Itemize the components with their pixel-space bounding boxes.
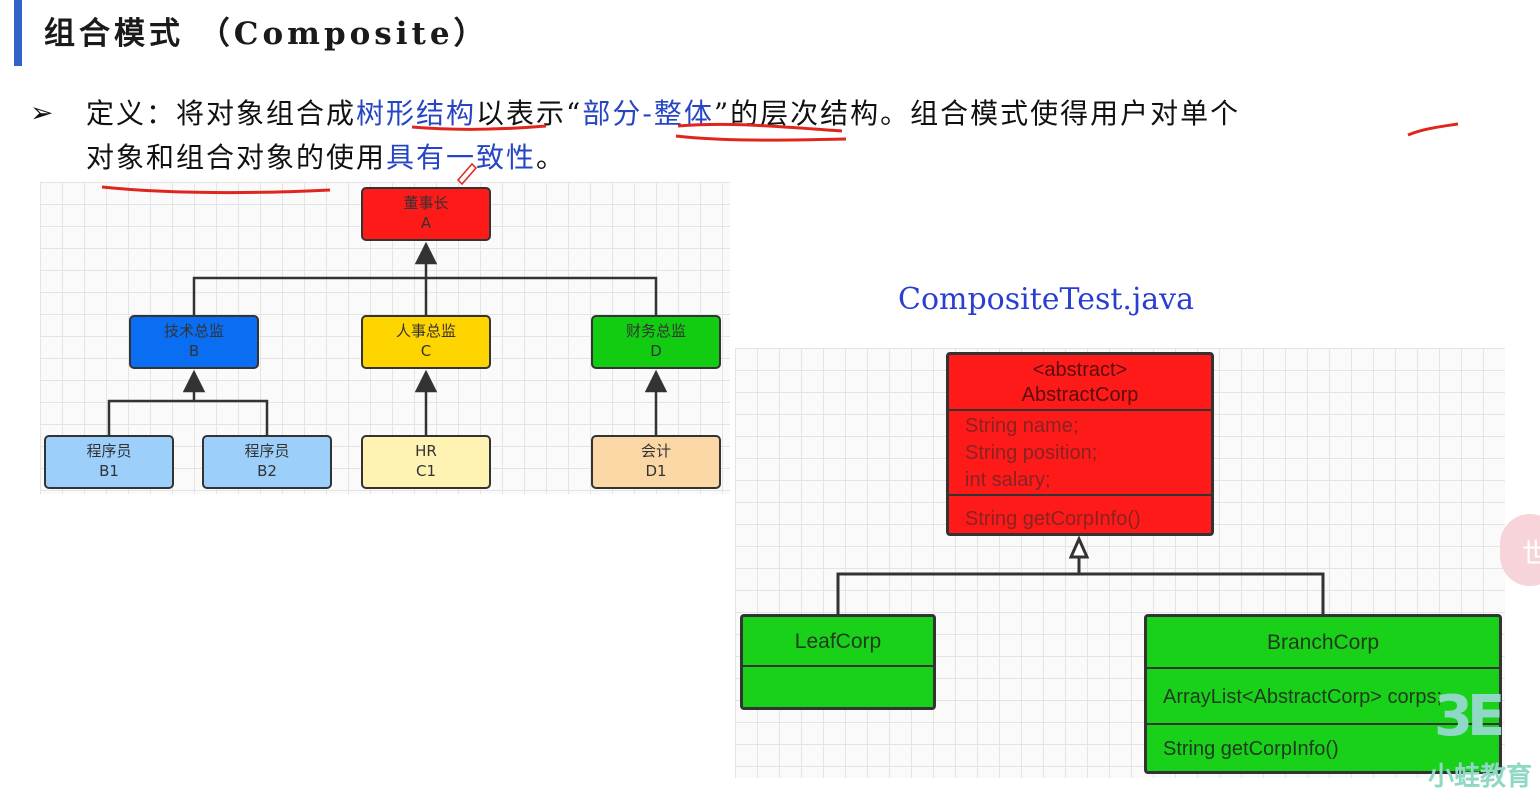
side-tab-glyph: 世 [1522, 537, 1540, 570]
uml-inheritance-lines [836, 556, 1325, 614]
title-accent-bar [14, 0, 22, 66]
uml-field: String position; [965, 442, 1098, 464]
org-node-title: 董事长 [403, 194, 449, 212]
uml-method: String getCorpInfo() [1163, 738, 1339, 760]
uml-inheritance-arrowhead [1068, 535, 1090, 559]
logo-icon: 3E [1434, 684, 1505, 749]
definition-text: 。 [536, 141, 567, 174]
org-node-title: 技术总监 [163, 322, 224, 340]
annotation-underline [411, 124, 547, 131]
definition-text: 定义：将对象组合成 [86, 97, 357, 130]
uml-class-header: <abstract> AbstractCorp [949, 355, 1211, 411]
org-node-code: B2 [257, 462, 277, 480]
definition-text: ”的层次结构。组合模式使得用户对单个 [713, 97, 1241, 130]
org-connector-root [192, 244, 658, 315]
uml-file-title: CompositeTest.java [898, 282, 1194, 317]
uml-class-name: LeafCorp [743, 617, 933, 667]
org-node-title: 人事总监 [395, 322, 456, 340]
logo-text: 小蛙教育 [1428, 762, 1533, 792]
uml-fields: String name; String position; int salary… [949, 411, 1211, 496]
org-node-programmer-b1: 程序员 B1 [44, 435, 174, 489]
uml-field: ArrayList<AbstractCorp> corps; [1147, 669, 1499, 725]
org-node-programmer-b2: 程序员 B2 [202, 435, 332, 489]
uml-stereotype: <abstract> [1032, 359, 1128, 381]
definition-text: 以表示“ [476, 97, 583, 130]
uml-class-abstractcorp: <abstract> AbstractCorp String name; Str… [946, 352, 1214, 536]
pen-cursor-icon [456, 162, 478, 186]
bullet-arrow-icon: ➢ [30, 96, 54, 129]
highlight-consistency: 具有一致性 [386, 141, 537, 174]
definition-line-1: 定义：将对象组合成树形结构以表示“部分-整体”的层次结构。组合模式使得用户对单个 [86, 92, 1240, 132]
org-node-hr-c1: HR C1 [361, 435, 491, 489]
uml-methods: String getCorpInfo() [949, 496, 1211, 531]
uml-field: String name; [965, 415, 1079, 437]
org-node-code: C1 [415, 462, 437, 480]
highlight-tree-structure: 树形结构 [356, 97, 477, 130]
org-node-hr-director: 人事总监 C [361, 315, 491, 369]
uml-class-name: BranchCorp [1147, 617, 1499, 669]
definition-text: 对象和组合对象的使用 [86, 141, 387, 174]
uml-method: String getCorpInfo() [965, 508, 1141, 530]
annotation-underline [101, 185, 331, 195]
org-node-code: D [650, 342, 662, 360]
annotation-underline [1407, 122, 1459, 137]
uml-class-branchcorp: BranchCorp ArrayList<AbstractCorp> corps… [1144, 614, 1502, 774]
org-node-code: B1 [99, 462, 119, 480]
definition-line-2: 对象和组合对象的使用具有一致性。 [86, 136, 566, 176]
side-floating-tab[interactable]: 世 [1500, 514, 1540, 586]
org-node-title: 会计 [640, 442, 671, 460]
org-node-title: 程序员 [86, 442, 132, 460]
annotation-underline [675, 122, 847, 142]
uml-field: int salary; [965, 469, 1051, 491]
org-node-title: 财务总监 [625, 322, 686, 340]
org-node-code: D1 [645, 462, 667, 480]
org-node-code: C [420, 342, 432, 360]
org-node-finance-director: 财务总监 D [591, 315, 721, 369]
org-node-title: HR [415, 442, 437, 460]
org-connector-b [107, 372, 269, 435]
uml-class-leafcorp: LeafCorp [740, 614, 936, 710]
org-node-accountant-d1: 会计 D1 [591, 435, 721, 489]
org-node-title: 程序员 [244, 442, 290, 460]
uml-class-name: AbstractCorp [1021, 384, 1139, 406]
slide-title: 组合模式 （Composite） [44, 16, 489, 52]
